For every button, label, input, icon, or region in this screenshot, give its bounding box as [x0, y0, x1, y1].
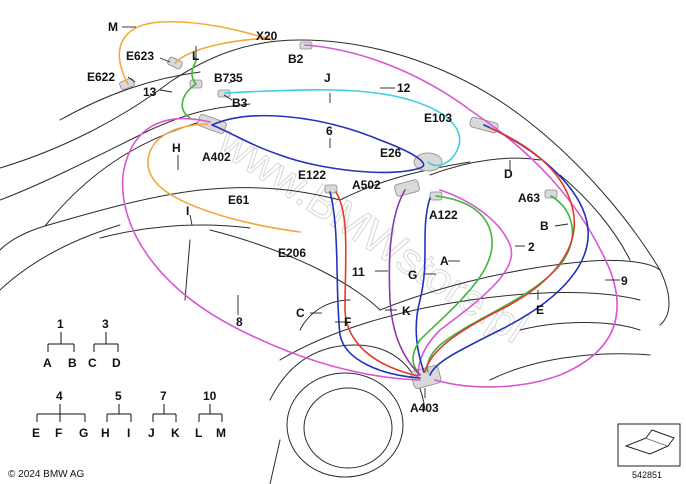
label-a122: A122	[429, 208, 458, 222]
label-i: I	[186, 204, 189, 218]
legend-10-parent: 10	[203, 389, 217, 403]
label-e623: E623	[126, 49, 154, 63]
label-e103: E103	[424, 111, 452, 125]
copyright-text: © 2024 BMW AG	[8, 469, 85, 480]
legend-3-parent: 3	[102, 317, 109, 331]
legend-3-child-c: C	[88, 356, 97, 370]
label-d: D	[504, 167, 513, 181]
label-c: C	[296, 306, 305, 320]
leader-lines	[122, 26, 620, 398]
legend-group-3: 3 C D	[88, 317, 121, 370]
legend-group-10: 10 L M	[195, 389, 226, 440]
legend-4-child-f: F	[55, 426, 62, 440]
wire-magenta-roof	[304, 44, 618, 388]
legend: 1 A B 3 C D 4 E F G 5 H I 7	[32, 317, 226, 440]
label-e122: E122	[298, 168, 326, 182]
wire-orange-stub	[174, 37, 271, 64]
legend-7-child-k: K	[171, 426, 180, 440]
car-outline	[0, 39, 670, 484]
label-8: 8	[236, 315, 243, 329]
label-a402: A402	[202, 150, 231, 164]
label-2: 2	[528, 240, 535, 254]
legend-1-parent: 1	[57, 317, 64, 331]
legend-group-4: 4 E F G	[32, 389, 88, 440]
label-e622: E622	[87, 70, 115, 84]
wire-blue-e	[429, 124, 589, 376]
connector-e622	[119, 78, 135, 90]
label-k: K	[402, 304, 411, 318]
label-x20: X20	[256, 29, 278, 43]
legend-4-child-e: E	[32, 426, 40, 440]
connector-a502	[394, 179, 420, 197]
label-g: G	[408, 268, 417, 282]
legend-5-parent: 5	[115, 389, 122, 403]
legend-1-child-a: A	[43, 356, 52, 370]
wires	[118, 20, 618, 388]
connector-e122	[324, 184, 338, 194]
wire-blue-6	[211, 114, 425, 174]
legend-group-7: 7 J K	[148, 389, 180, 440]
wire-red	[424, 127, 575, 373]
view-direction-icon	[617, 423, 681, 467]
wire-magenta-left	[121, 117, 421, 381]
wire-cyan	[224, 88, 461, 167]
legend-group-1: 1 A B	[43, 317, 77, 370]
legend-4-child-g: G	[79, 426, 88, 440]
legend-5-child-h: H	[101, 426, 110, 440]
wire-orange-left	[147, 123, 301, 233]
wire-blue-a	[415, 197, 431, 373]
label-e61: E61	[228, 193, 250, 207]
label-h: H	[172, 141, 181, 155]
legend-group-5: 5 H I	[101, 389, 132, 440]
wire-green-a	[412, 195, 493, 373]
label-a: A	[440, 254, 449, 268]
connector-a63	[544, 189, 558, 199]
label-b735: B735	[214, 71, 243, 85]
label-11: 11	[352, 265, 365, 279]
legend-7-parent: 7	[160, 389, 167, 403]
legend-1-child-b: B	[68, 356, 77, 370]
label-m: M	[108, 20, 118, 34]
label-j: J	[324, 71, 331, 85]
wire-purple	[388, 189, 421, 376]
wire-blue-down	[329, 191, 421, 379]
label-e206: E206	[278, 246, 306, 260]
wire-green-b	[426, 195, 574, 373]
legend-10-child-l: L	[195, 426, 202, 440]
legend-10-child-m: M	[216, 426, 226, 440]
label-b: B	[540, 219, 549, 233]
legend-3-child-d: D	[112, 356, 121, 370]
component-labels: M X20 E623 L B2 E622 B735 J 13 12 B3 E10…	[87, 20, 628, 415]
label-13: 13	[143, 85, 157, 99]
label-12: 12	[397, 81, 411, 95]
label-a63: A63	[518, 191, 540, 205]
legend-7-child-j: J	[148, 426, 155, 440]
legend-4-parent: 4	[56, 389, 63, 403]
wire-magenta-mid	[417, 189, 513, 376]
legend-5-child-i: I	[127, 426, 130, 440]
label-b3: B3	[232, 96, 248, 110]
label-f: F	[344, 315, 351, 329]
wire-orange-top	[118, 20, 273, 85]
label-6: 6	[326, 124, 333, 138]
label-a403: A403	[410, 401, 439, 415]
label-a502: A502	[352, 178, 381, 192]
label-b2: B2	[288, 52, 304, 66]
label-e: E	[536, 303, 544, 317]
drawing-number: 542851	[632, 470, 662, 480]
wire-red-c	[335, 191, 419, 377]
label-l: L	[192, 49, 199, 63]
label-e26: E26	[380, 146, 402, 160]
label-9: 9	[621, 274, 628, 288]
